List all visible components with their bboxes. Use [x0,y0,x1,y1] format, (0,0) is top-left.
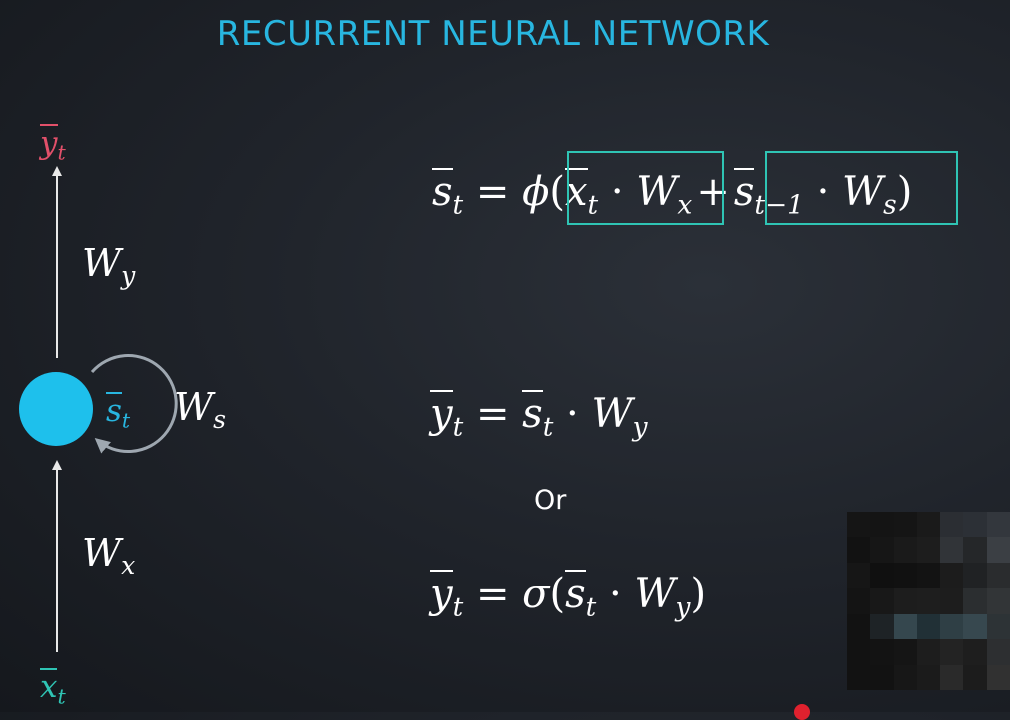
pixel-block [986,512,1010,538]
or-label: Or [534,485,567,516]
pixel-block [963,537,987,563]
pixel-block [847,664,871,690]
pixel-block [986,664,1010,690]
pixel-block [916,613,941,640]
pixel-block [870,639,894,665]
pixel-block [893,639,917,665]
input-weight-label: Wx [82,531,136,581]
pixel-block [870,664,894,690]
pixel-block [870,512,894,538]
pixel-block [963,639,987,665]
pixel-block [893,512,917,538]
pixel-block [963,613,987,640]
pixel-block [963,512,987,538]
pixel-block [847,588,871,614]
pixel-block [870,562,894,589]
pixel-block [893,664,917,690]
recurrent-weight-label: Ws [174,385,226,435]
pixel-block [893,588,917,614]
pixel-block [986,588,1010,614]
pixel-block [893,613,917,640]
pixel-block [847,639,871,665]
pixel-block [986,562,1010,589]
slide-title: RECURRENT NEURAL NETWORK [216,14,770,54]
pixelated-overlay [847,512,1010,690]
state-node [19,372,93,446]
pixel-block [916,588,941,614]
pixel-block [847,562,871,589]
output-weight-label: Wy [82,241,136,291]
pixel-block [916,639,941,665]
pixel-block [870,537,894,563]
state-s-label: st [106,392,131,433]
pixel-block [847,537,871,563]
pixel-block [870,588,894,614]
input-term-highlight-box [567,151,724,225]
pixel-block [893,537,917,563]
output-equation-sigmoid: yt = σ(st · Wy) [430,570,707,623]
output-y-label: yt [40,124,66,165]
pixel-block [870,613,894,640]
input-x-label: xt [40,668,66,709]
pixel-block [940,562,964,589]
pixel-block [986,537,1010,563]
pixel-block [963,664,987,690]
rnn-diagram [19,166,178,652]
output-equation-linear: yt = st · Wy [430,390,648,443]
record-indicator-icon [794,704,810,720]
pixel-block [847,613,871,640]
recurrent-loop-arrow [90,354,178,454]
pixel-block [986,639,1010,665]
pixel-block [916,512,941,538]
pixel-block [940,664,964,690]
pixel-block [963,562,987,589]
pixel-block [963,588,987,614]
pixel-block [893,562,917,589]
pixel-block [916,537,941,563]
pixel-block [986,613,1010,640]
pixel-block [940,512,964,538]
pixel-block [940,613,964,640]
pixel-block [940,588,964,614]
pixel-block [940,537,964,563]
recurrent-term-highlight-box [765,151,958,225]
pixel-block [916,562,941,589]
state-equation: st = ϕ(xt · Wx+st−1 · Ws) [432,168,913,221]
pixel-block [940,639,964,665]
pixel-block [847,512,871,538]
pixel-block [916,664,941,690]
